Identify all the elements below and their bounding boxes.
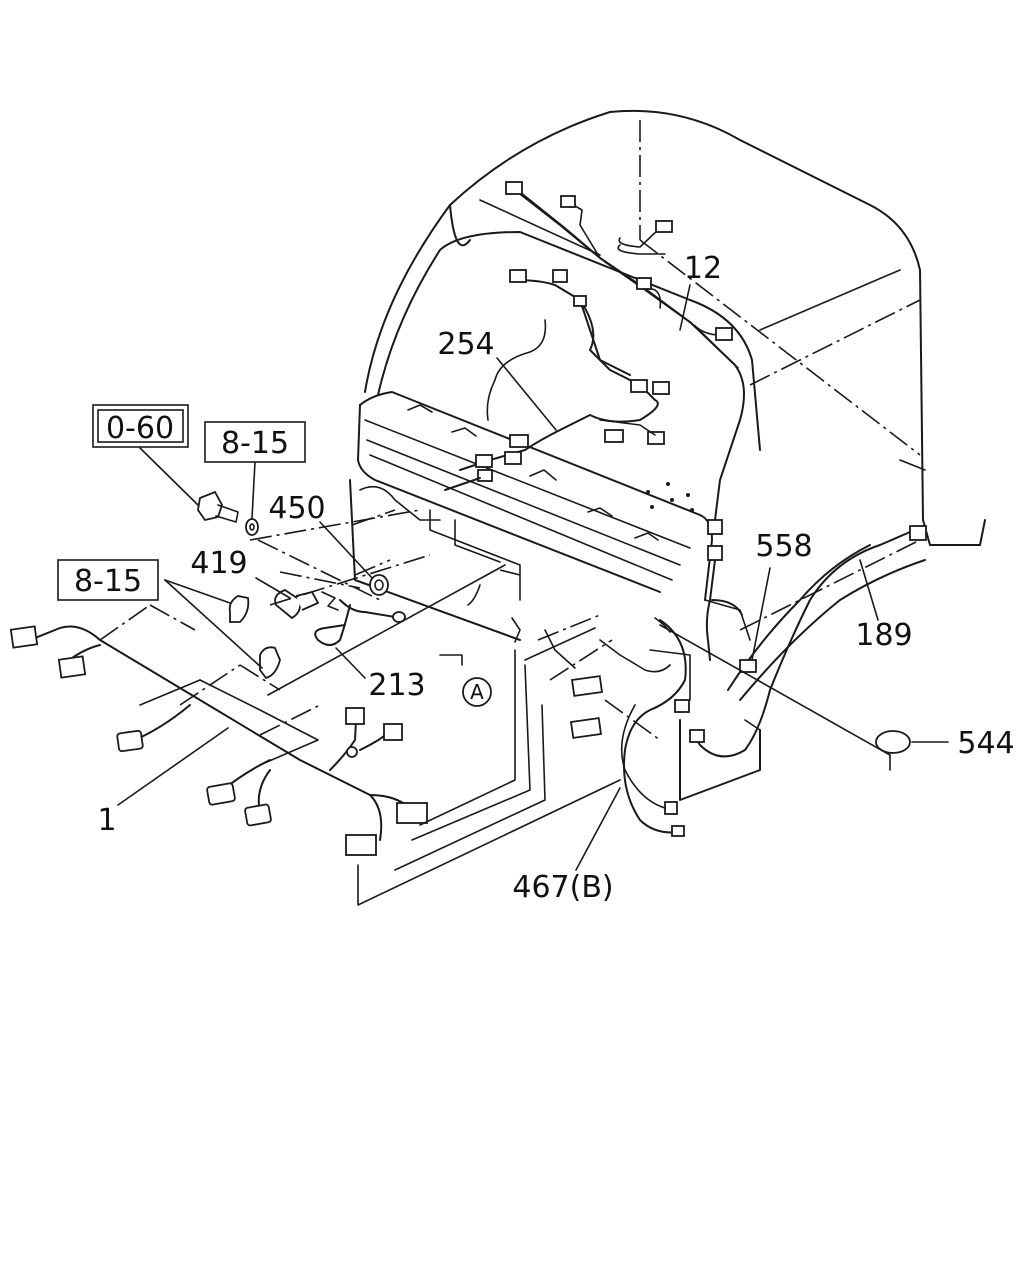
callout-467b: 467(B) — [512, 870, 613, 905]
circled-reference-a-label: A — [470, 680, 484, 704]
callout-254: 254 — [437, 327, 494, 362]
part-419-bolt — [274, 588, 320, 620]
reference-box-0-60-label: 0-60 — [106, 411, 174, 446]
connector-254g — [647, 431, 665, 445]
guide-lines — [99, 509, 661, 766]
reference-box-8-15-top: 8-15 — [204, 421, 306, 463]
part-450-grommet — [369, 574, 389, 596]
connector-12g — [707, 545, 723, 561]
harness-467b — [620, 617, 687, 837]
bracket-lines — [267, 564, 891, 906]
part-213-cable — [314, 591, 406, 646]
reference-box-0-60: 0-60 — [92, 404, 189, 448]
connector-467b — [671, 825, 685, 837]
connector-254j — [475, 454, 493, 468]
part-544-plug — [875, 730, 911, 754]
misc-blocks — [570, 675, 690, 739]
callout-544: 544 — [957, 726, 1014, 761]
connector-254b — [552, 269, 568, 283]
connector-254i — [504, 451, 522, 465]
connector-12e — [715, 327, 733, 341]
callout-1: 1 — [97, 803, 116, 838]
cab-body — [349, 109, 986, 801]
connector-12f — [707, 519, 723, 535]
leader-lines — [117, 284, 949, 871]
connector-254d — [630, 379, 648, 393]
callout-419: 419 — [190, 546, 247, 581]
callout-189: 189 — [855, 618, 912, 653]
part-558-connector — [739, 659, 757, 673]
connector-189a — [909, 525, 927, 541]
connector-254h — [509, 434, 529, 448]
connector-12b — [560, 195, 576, 208]
connector-254a — [509, 269, 527, 283]
harness-1-connectors — [9, 625, 428, 856]
harness-254 — [444, 269, 670, 491]
harness-189 — [689, 525, 927, 758]
part-8-15-clips — [228, 595, 281, 680]
connector-254f — [604, 429, 624, 443]
harness-1 — [9, 625, 428, 856]
reference-box-8-15-left-label: 8-15 — [74, 564, 142, 599]
callout-213: 213 — [368, 668, 425, 703]
circled-reference-a: A — [462, 677, 492, 707]
connector-12a — [505, 181, 523, 195]
part-8-15-washer-top — [245, 518, 259, 536]
reference-box-8-15-top-label: 8-15 — [221, 426, 289, 461]
connector-467a — [664, 801, 678, 815]
callout-450: 450 — [268, 491, 325, 526]
callout-12: 12 — [684, 251, 722, 286]
connector-254e — [652, 381, 670, 395]
part-0-60-bolt — [197, 490, 239, 523]
connector-254k — [477, 469, 493, 482]
connector-254c — [573, 295, 587, 307]
reference-box-8-15-left: 8-15 — [57, 559, 159, 601]
connector-12c — [655, 220, 673, 233]
surface-dots — [646, 482, 694, 512]
connector-12d — [636, 277, 652, 290]
callout-558: 558 — [755, 529, 812, 564]
harness-12 — [505, 181, 745, 661]
connector-189b — [689, 729, 705, 743]
